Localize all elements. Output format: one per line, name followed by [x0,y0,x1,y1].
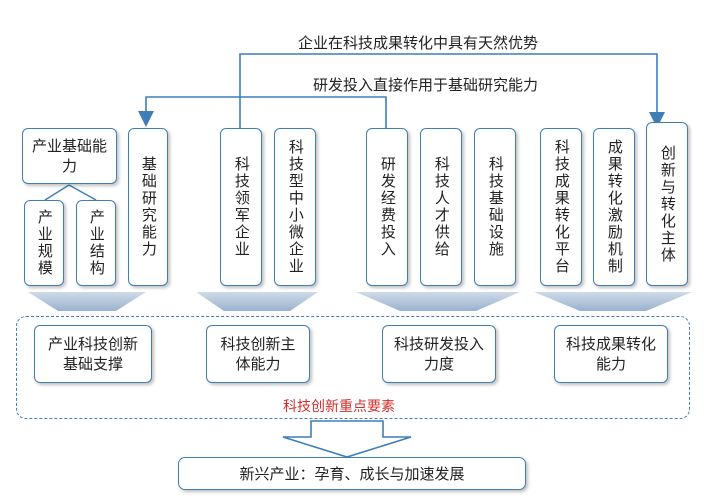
industry-structure-box: 产业结构 [76,200,116,286]
chevron-1 [28,292,146,311]
second-connector [138,96,387,130]
top-label-advantage: 企业在科技成果转化中具有天然优势 [298,34,539,52]
key-elements-label: 科技创新重点要素 [283,399,395,415]
mid-box-rd-intensity: 科技研发投入力度 [382,325,496,383]
infrastructure-box: 科技基础设施 [474,128,516,286]
mid-box-subject-capacity: 科技创新主体能力 [206,325,310,383]
emerging-industries-box: 新兴产业：孕育、成长与加速发展 [178,457,526,490]
rd-funding-box: 研发经费投入 [366,128,408,286]
mid-box-industrial-support: 产业科技创新基础支撑 [34,325,152,383]
mid-box-transfer-capacity: 科技成果转化能力 [554,325,668,383]
tech-leader-box: 科技领军企业 [220,128,262,286]
transfer-platform-box: 科技成果转化平台 [540,128,582,286]
basic-research-box: 基础研究能力 [128,128,168,286]
branch-connector [44,184,97,201]
key-elements-container [16,316,690,419]
down-arrow-icon [282,420,412,458]
chevron-2 [196,292,318,311]
top-label-investment: 研发投入直接作用于基础研究能力 [313,76,539,94]
top-connector [239,53,665,130]
talent-supply-box: 科技人才供给 [420,128,462,286]
innovation-subject-box: 创新与转化主体 [646,122,688,286]
incentive-mechanism-box: 成果转化激励机制 [593,128,635,286]
chevron-3 [356,292,520,311]
industrial-base-box: 产业基础能力 [22,128,117,184]
chevron-4 [534,292,692,311]
tech-sme-box: 科技型中小微企业 [274,128,316,286]
industry-scale-box: 产业规模 [24,200,64,286]
